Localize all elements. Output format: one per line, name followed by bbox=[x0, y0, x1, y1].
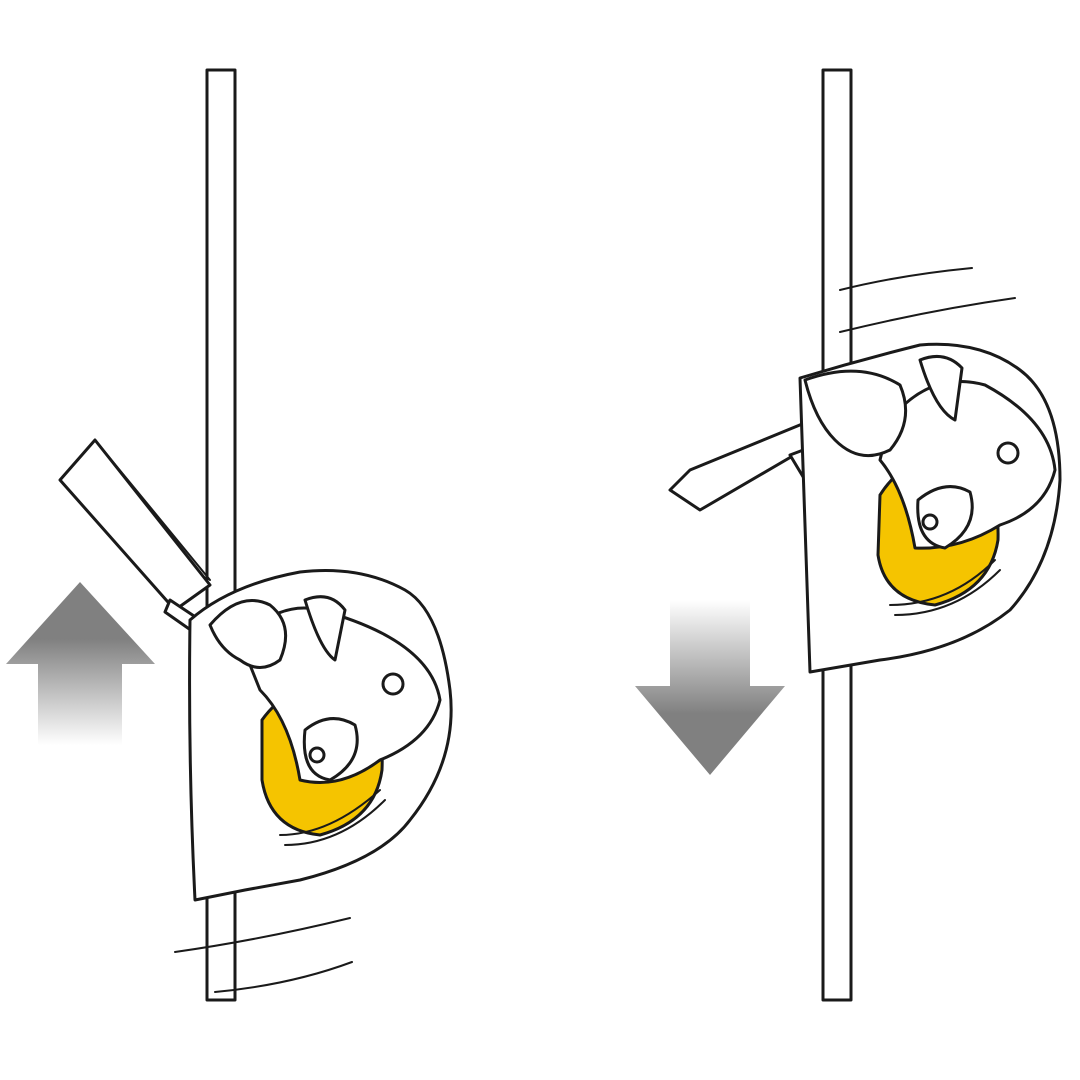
arrow-down-icon bbox=[635, 600, 785, 775]
left-panel-ascending bbox=[6, 68, 453, 1002]
right-panel-descending bbox=[635, 68, 1062, 1002]
clamp-device bbox=[188, 569, 453, 902]
clamp-device bbox=[798, 342, 1062, 674]
arrow-up-icon bbox=[6, 582, 155, 745]
